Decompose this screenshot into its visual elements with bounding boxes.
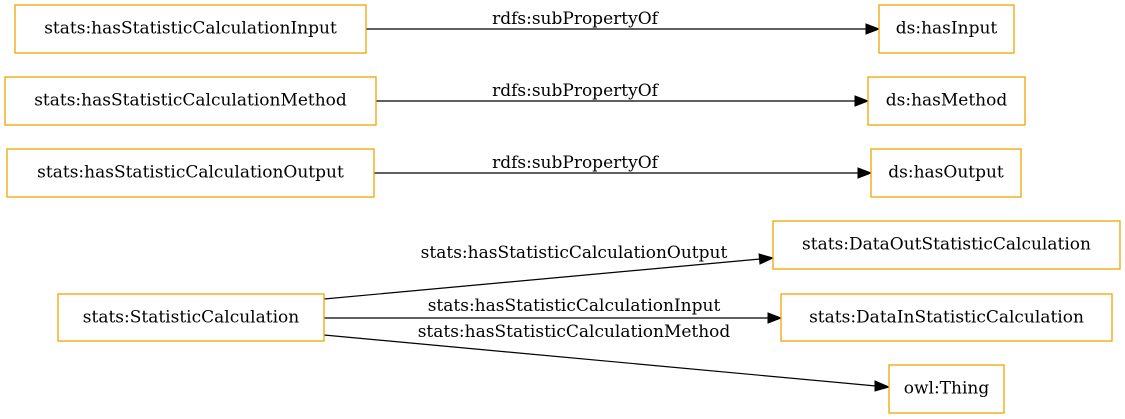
node-has-statistic-calculation-output[interactable]: stats:hasStatisticCalculationOutput xyxy=(6,148,375,198)
node-label: stats:DataOutStatisticCalculation xyxy=(802,235,1091,255)
arrowhead xyxy=(857,167,873,179)
node-label: owl:Thing xyxy=(904,379,990,399)
node-statistic-calculation[interactable]: stats:StatisticCalculation xyxy=(57,293,325,342)
node-ds-has-method[interactable]: ds:hasMethod xyxy=(867,76,1026,126)
node-label: stats:hasStatisticCalculationOutput xyxy=(37,163,344,183)
arrowhead xyxy=(874,380,891,392)
edge-calc-has-input: stats:hasStatisticCalculationInput xyxy=(324,296,783,324)
node-label: ds:hasMethod xyxy=(886,91,1008,111)
node-label: stats:hasStatisticCalculationInput xyxy=(44,19,337,39)
edge-label: stats:hasStatisticCalculationOutput xyxy=(421,243,728,263)
edge-output-subproperty: rdfs:subPropertyOf xyxy=(374,153,873,179)
node-data-out-statistic-calculation[interactable]: stats:DataOutStatisticCalculation xyxy=(772,220,1121,270)
node-data-in-statistic-calculation[interactable]: stats:DataInStatisticCalculation xyxy=(780,293,1113,342)
edge-line xyxy=(323,334,877,387)
node-has-statistic-calculation-method[interactable]: stats:hasStatisticCalculationMethod xyxy=(4,76,377,126)
edge-line xyxy=(323,258,761,300)
node-label: stats:DataInStatisticCalculation xyxy=(809,308,1084,328)
edge-label: rdfs:subPropertyOf xyxy=(492,81,660,101)
node-owl-thing[interactable]: owl:Thing xyxy=(888,364,1005,414)
edge-label: rdfs:subPropertyOf xyxy=(492,9,660,29)
edge-label: stats:hasStatisticCalculationMethod xyxy=(418,322,731,342)
node-label: ds:hasInput xyxy=(896,19,998,39)
edge-input-subproperty: rdfs:subPropertyOf xyxy=(366,9,881,35)
edge-calc-has-method: stats:hasStatisticCalculationMethod xyxy=(323,322,891,392)
arrowhead xyxy=(767,312,783,324)
node-label: ds:hasOutput xyxy=(888,163,1004,183)
edge-calc-has-output: stats:hasStatisticCalculationOutput xyxy=(323,243,775,300)
arrowhead xyxy=(758,253,775,265)
arrowhead xyxy=(865,23,881,35)
node-ds-has-input[interactable]: ds:hasInput xyxy=(878,4,1015,54)
node-has-statistic-calculation-input[interactable]: stats:hasStatisticCalculationInput xyxy=(14,4,367,54)
edge-label: rdfs:subPropertyOf xyxy=(492,153,660,173)
node-label: stats:hasStatisticCalculationMethod xyxy=(34,91,347,111)
arrowhead xyxy=(854,95,870,107)
node-label: stats:StatisticCalculation xyxy=(83,308,299,328)
node-ds-has-output[interactable]: ds:hasOutput xyxy=(870,148,1022,198)
edge-method-subproperty: rdfs:subPropertyOf xyxy=(376,81,870,107)
edge-label: stats:hasStatisticCalculationInput xyxy=(428,296,721,316)
